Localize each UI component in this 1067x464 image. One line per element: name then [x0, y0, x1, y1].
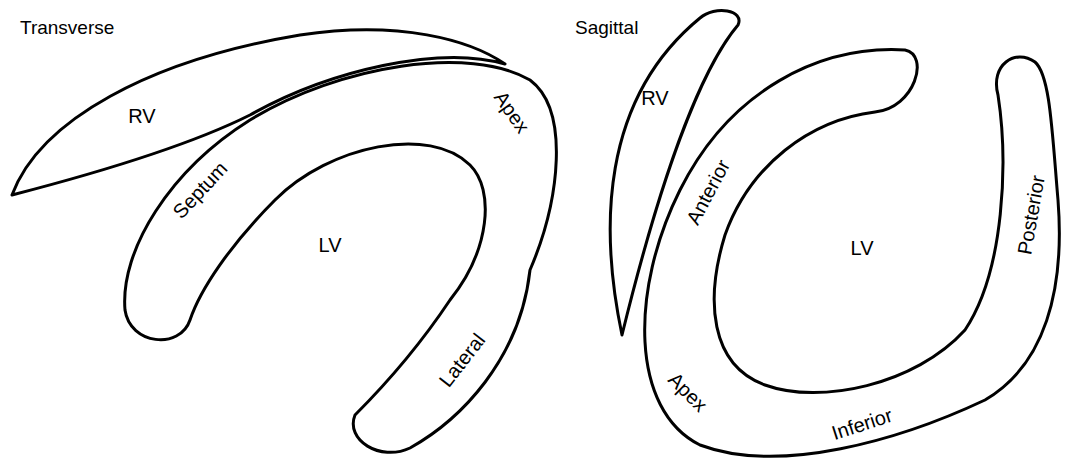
rv-wall-sagittal [610, 11, 739, 335]
part-label: RV [641, 88, 668, 108]
part-label: Posterior [1014, 174, 1048, 256]
part-label: LV [319, 235, 342, 255]
lv-wall-sagittal [645, 50, 1060, 457]
part-label: LV [851, 238, 874, 258]
part-label: Anterior [683, 156, 734, 227]
lv-wall-transverse [125, 63, 557, 453]
part-label: Septum [169, 158, 231, 222]
part-label: Apex [491, 88, 534, 137]
view-title: Sagittal [575, 18, 638, 37]
part-label: Lateral [435, 330, 488, 391]
view-title: Transverse [20, 18, 114, 37]
part-label: RV [128, 106, 155, 126]
part-label: Apex [665, 369, 711, 415]
rv-wall-transverse [12, 30, 505, 195]
